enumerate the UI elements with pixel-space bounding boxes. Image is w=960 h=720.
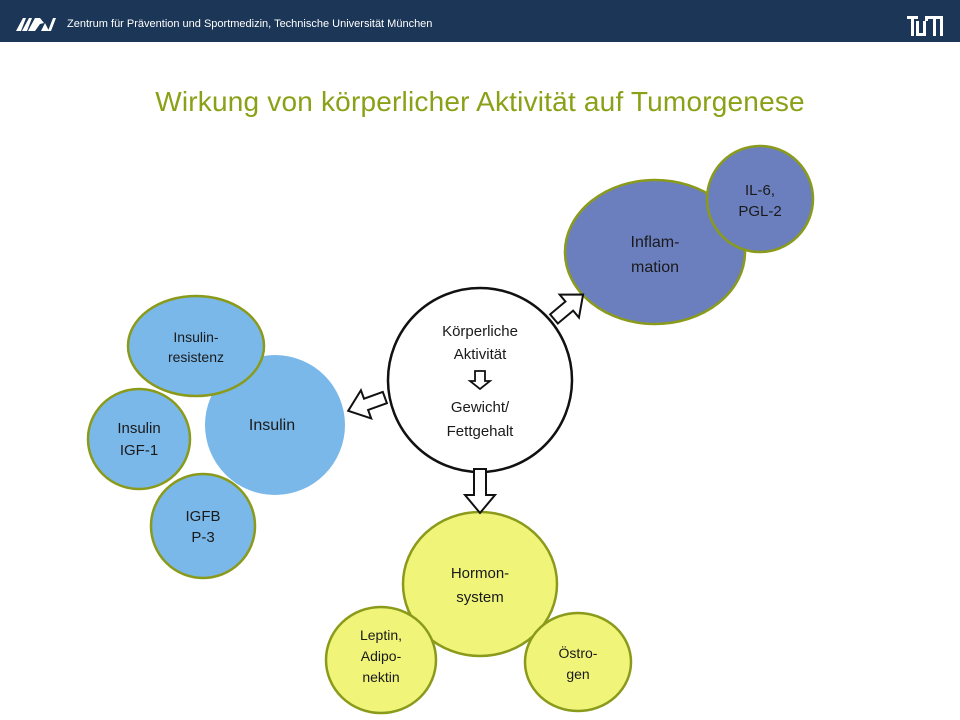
center-label-lower: Gewicht/ Fettgehalt bbox=[410, 396, 550, 444]
leptin-label: Leptin, Adipo- nektin bbox=[336, 625, 426, 688]
leptin-line-1: Leptin, bbox=[359, 627, 403, 643]
estrogen-circle bbox=[523, 611, 633, 713]
estrogen-line-1: Östro- bbox=[558, 645, 598, 661]
center-line-1: Körperliche bbox=[442, 323, 518, 340]
insulin-igf-line-1: Insulin bbox=[117, 420, 161, 437]
igfbp3-circle bbox=[149, 472, 257, 580]
insulin-resistance-line-1: Insulin- bbox=[173, 329, 219, 345]
header-bar: Zentrum für Prävention und Sportmedizin,… bbox=[0, 0, 960, 42]
leptin-line-3: nektin bbox=[362, 669, 400, 685]
hormone-label: Hormon- system bbox=[420, 562, 540, 610]
center-label: Körperliche Aktivität bbox=[410, 320, 550, 366]
leptin-line-2: Adipo- bbox=[360, 648, 402, 664]
insulin-resistance-circle bbox=[126, 294, 266, 398]
estrogen-label: Östro- gen bbox=[533, 643, 623, 685]
igfbp3-line-2: P-3 bbox=[191, 529, 215, 546]
inflammation-line-1: Inflam- bbox=[630, 234, 680, 251]
estrogen-line-2: gen bbox=[566, 666, 590, 682]
arrow-to-hormone bbox=[462, 468, 498, 515]
insulin-igf-line-2: IGF-1 bbox=[119, 442, 159, 459]
inflammation-circle bbox=[563, 178, 747, 326]
arrow-to-inflammation bbox=[548, 293, 585, 325]
center-line-2: Aktivität bbox=[453, 346, 507, 363]
hormone-line-1: Hormon- bbox=[450, 565, 510, 582]
center-line-3: Gewicht/ bbox=[450, 399, 510, 416]
arrow-weight-down bbox=[467, 370, 493, 391]
igfbp3-label: IGFB P-3 bbox=[158, 506, 248, 548]
inflammation-line-2: mation bbox=[630, 259, 680, 276]
arrow-to-insulin bbox=[346, 387, 389, 421]
il6-circle bbox=[705, 144, 815, 254]
institution-name: Zentrum für Prävention und Sportmedizin,… bbox=[67, 18, 433, 30]
tum-logo bbox=[907, 16, 943, 36]
inflammation-label: Inflam- mation bbox=[595, 230, 715, 280]
center-line-4: Fettgehalt bbox=[446, 423, 514, 440]
insulin-resistance-line-2: resistenz bbox=[167, 349, 225, 365]
mri-logo bbox=[16, 18, 56, 31]
hormone-line-2: system bbox=[456, 589, 504, 606]
insulin-igf-label: Insulin IGF-1 bbox=[94, 418, 184, 462]
insulin-resistance-label: Insulin- resistenz bbox=[146, 327, 246, 367]
insulin-circle bbox=[205, 355, 345, 495]
insulin-igf-circle bbox=[86, 387, 192, 491]
il6-label: IL-6, PGL-2 bbox=[710, 180, 810, 222]
igfbp3-line-1: IGFB bbox=[185, 508, 221, 525]
il6-line-2: PGL-2 bbox=[738, 203, 782, 220]
insulin-label: Insulin bbox=[248, 417, 296, 434]
leptin-circle bbox=[324, 605, 438, 715]
il6-line-1: IL-6, bbox=[744, 182, 775, 199]
slide-title: Wirkung von körperlicher Aktivität auf T… bbox=[155, 86, 805, 117]
